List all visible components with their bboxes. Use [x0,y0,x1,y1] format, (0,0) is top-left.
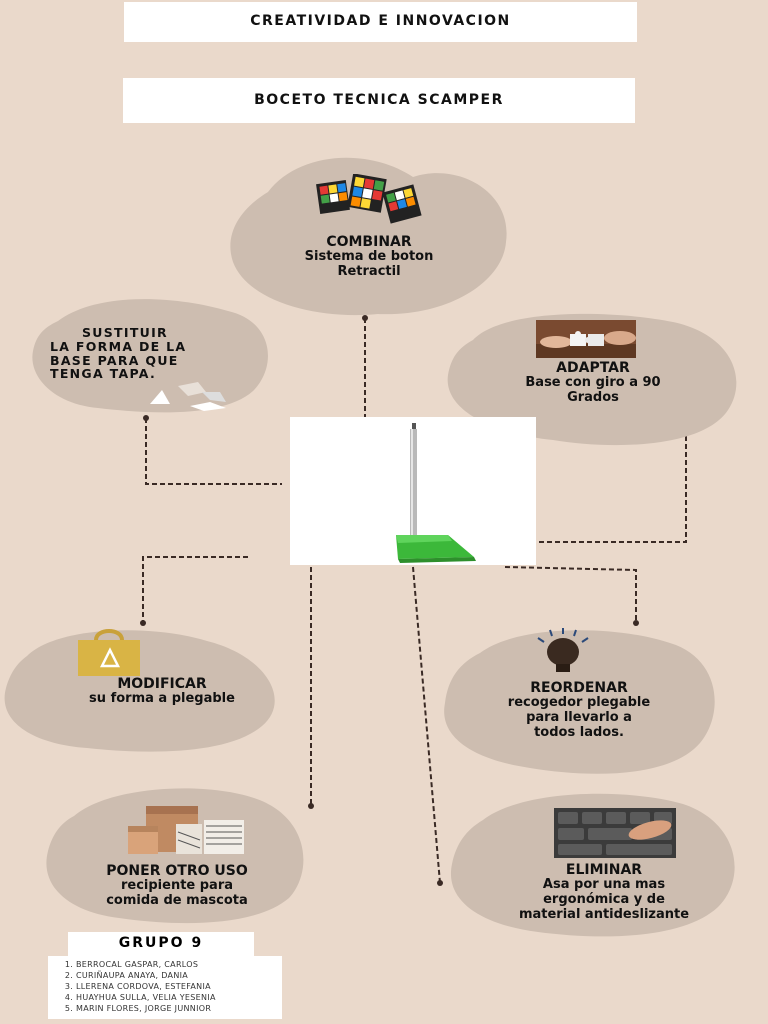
rubiks-cube-icon [316,174,422,224]
combinar-heading: COMBINAR [326,234,412,250]
combinar-line-1: Sistema de boton [304,249,434,265]
blob-shape [447,313,737,446]
reordenar-line-3: todos lados. [534,724,624,740]
adaptar-heading: ADAPTAR [556,360,630,376]
puzzle-hands-icon [536,320,636,358]
modificar-heading: MODIFICAR [117,676,207,692]
blob-shape [230,157,507,316]
lightbulb-icon [537,628,589,672]
connector-eliminar [412,566,441,884]
dustpan-icon [396,423,476,563]
list-item: BERROCAL GASPAR, CARLOS [76,959,282,970]
eliminar-text: ELIMINAR Asa por una mas ergonómica y de… [448,862,760,923]
reordenar-heading: REORDENAR [530,680,628,696]
eliminar-node: ELIMINAR Asa por una mas ergonómica y de… [448,792,740,940]
center-product-image [290,417,536,565]
sustituir-line-2: LA FORMA DE LA [50,338,187,354]
connector-adaptar [535,428,687,543]
eliminar-line-1: Asa por una mas [542,877,666,893]
adaptar-text: ADAPTAR Base con giro a 90 Grados [443,360,743,406]
poner-otro-uso-node: PONER OTRO USO recipiente para comida de… [44,786,310,926]
title-banner: CREATIVIDAD E INNOVACION [124,2,637,42]
connector-modificar [142,556,248,623]
page-subtitle: BOCETO TECNICA SCAMPER [254,92,504,108]
list-item: CURIÑAUPA ANAYA, DANIA [76,970,282,981]
modificar-line-1: su forma a plegable [89,691,235,707]
combinar-node: COMBINAR Sistema de boton Retractil [228,152,510,322]
sustituir-node: SUSTITUIR LA FORMA DE LA BASE PARA QUE T… [28,296,273,416]
eliminar-line-3: material antideslizante [518,906,690,922]
connector-sustituir [145,418,282,485]
keyboard-icon [554,808,676,858]
reordenar-text: REORDENAR recogedor plegable para llevar… [440,680,718,741]
member-list: BERROCAL GASPAR, CARLOS CURIÑAUPA ANAYA,… [56,959,282,1014]
blob-shape [4,630,275,752]
sustituir-line-1: SUSTITUIR [82,325,168,340]
connector-reordenar [504,566,637,623]
poner-otro-uso-text: PONER OTRO USO recipiente para comida de… [44,863,310,909]
sustituir-line-4: TENGA TAPA. [50,366,157,382]
adaptar-line-1: Base con giro a 90 [525,375,661,391]
combinar-text: COMBINAR Sistema de boton Retractil [228,234,510,280]
adaptar-line-2: Grados [567,390,619,406]
eliminar-heading: ELIMINAR [565,862,643,878]
blob-shape [444,630,715,774]
page-title: CREATIVIDAD E INNOVACION [250,13,511,29]
poner-otro-uso-line-1: recipiente para [120,878,234,894]
poner-otro-uso-heading: PONER OTRO USO [106,863,248,879]
group-members: BERROCAL GASPAR, CARLOS CURIÑAUPA ANAYA,… [48,956,282,1019]
group-title-text: GRUPO 9 [118,935,204,951]
subtitle-banner: BOCETO TECNICA SCAMPER [123,78,635,123]
list-item: LLERENA CORDOVA, ESTEFANIA [76,981,282,992]
list-item: HUAYHUA SULLA, VELIA YESENIA [76,992,282,1003]
combinar-line-2: Retractil [337,264,401,280]
modificar-node: MODIFICAR su forma a plegable [2,626,282,756]
recycle-icon [150,382,226,411]
reordenar-line-2: para llevarlo a [526,710,632,726]
modificar-text: MODIFICAR su forma a plegable [2,676,322,707]
blob-shape [32,299,268,413]
reordenar-line-1: recogedor plegable [507,695,651,711]
sustituir-line-3: BASE PARA QUE [50,352,179,368]
list-item: MARIN FLORES, JORGE JUNNIOR [76,1003,282,1014]
sustituir-text: SUSTITUIR LA FORMA DE LA BASE PARA QUE T… [50,326,260,381]
group-title: GRUPO 9 [68,932,254,956]
poner-otro-uso-line-2: comida de mascota [106,893,248,909]
reordenar-node: REORDENAR recogedor plegable para llevar… [440,628,718,776]
recycle-bag-icon [78,629,140,676]
boxes-icon [128,806,244,854]
eliminar-line-2: ergonómica y de [543,892,665,908]
adaptar-node: ADAPTAR Base con giro a 90 Grados [443,310,743,450]
